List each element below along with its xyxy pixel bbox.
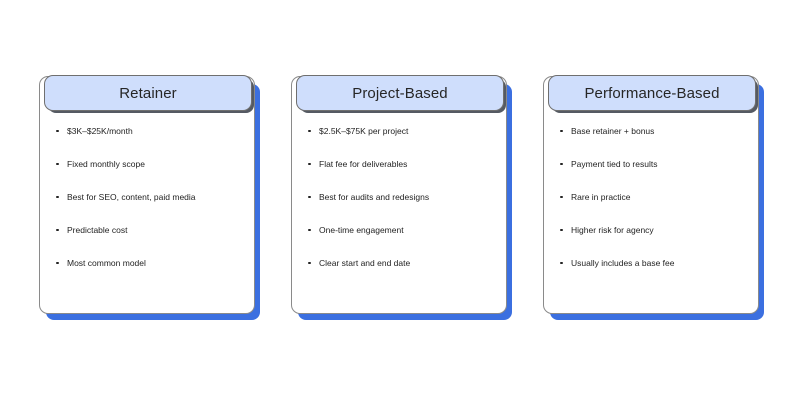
bullet-dot-icon xyxy=(308,162,311,166)
list-item-text: One-time engagement xyxy=(319,225,404,235)
list-item: Payment tied to results xyxy=(544,158,758,170)
list-item-text: $2.5K–$75K per project xyxy=(319,126,409,136)
list-item-text: Usually includes a base fee xyxy=(571,258,675,268)
list-item: Predictable cost xyxy=(40,224,254,236)
list-item-text: Flat fee for deliverables xyxy=(319,159,408,169)
card-title: Performance-Based xyxy=(584,84,720,102)
bullet-dot-icon xyxy=(56,129,59,133)
list-item: Usually includes a base fee xyxy=(544,257,758,269)
list-item: One-time engagement xyxy=(292,224,506,236)
list-item-text: Payment tied to results xyxy=(571,159,658,169)
list-item-text: Clear start and end date xyxy=(319,258,411,268)
card-header-retainer: Retainer xyxy=(44,75,252,111)
bullet-dot-icon xyxy=(308,195,311,199)
card-header-performance-based: Performance-Based xyxy=(548,75,756,111)
bullet-dot-icon xyxy=(56,261,59,265)
list-item-text: Predictable cost xyxy=(67,225,128,235)
list-item: Base retainer + bonus xyxy=(544,125,758,137)
bullet-dot-icon xyxy=(56,195,59,199)
list-item-text: Rare in practice xyxy=(571,192,631,202)
bullet-list-performance-based: Base retainer + bonus Payment tied to re… xyxy=(544,125,758,290)
bullet-dot-icon xyxy=(560,261,563,265)
list-item: Rare in practice xyxy=(544,191,758,203)
list-item: Fixed monthly scope xyxy=(40,158,254,170)
card-performance-based[interactable]: Performance-Based Base retainer + bonus … xyxy=(543,75,759,314)
bullet-dot-icon xyxy=(308,129,311,133)
list-item-text: Base retainer + bonus xyxy=(571,126,655,136)
bullet-list-project-based: $2.5K–$75K per project Flat fee for deli… xyxy=(292,125,506,290)
card-title: Retainer xyxy=(119,84,177,102)
list-item-text: Best for audits and redesigns xyxy=(319,192,430,202)
bullet-list-retainer: $3K–$25K/month Fixed monthly scope Best … xyxy=(40,125,254,290)
list-item-text: Fixed monthly scope xyxy=(67,159,145,169)
card-project-based[interactable]: Project-Based $2.5K–$75K per project Fla… xyxy=(291,75,507,314)
card-title: Project-Based xyxy=(352,84,448,102)
list-item: Flat fee for deliverables xyxy=(292,158,506,170)
bullet-dot-icon xyxy=(308,261,311,265)
list-item-text: Best for SEO, content, paid media xyxy=(67,192,196,202)
list-item-text: $3K–$25K/month xyxy=(67,126,133,136)
list-item: Most common model xyxy=(40,257,254,269)
list-item: Clear start and end date xyxy=(292,257,506,269)
bullet-dot-icon xyxy=(308,228,311,232)
list-item: $2.5K–$75K per project xyxy=(292,125,506,137)
bullet-dot-icon xyxy=(56,162,59,166)
list-item: $3K–$25K/month xyxy=(40,125,254,137)
list-item: Higher risk for agency xyxy=(544,224,758,236)
list-item-text: Higher risk for agency xyxy=(571,225,654,235)
list-item: Best for SEO, content, paid media xyxy=(40,191,254,203)
list-item: Best for audits and redesigns xyxy=(292,191,506,203)
bullet-dot-icon xyxy=(560,228,563,232)
card-retainer[interactable]: Retainer $3K–$25K/month Fixed monthly sc… xyxy=(39,75,255,314)
bullet-dot-icon xyxy=(56,228,59,232)
card-header-project-based: Project-Based xyxy=(296,75,504,111)
bullet-dot-icon xyxy=(560,195,563,199)
bullet-dot-icon xyxy=(560,162,563,166)
bullet-dot-icon xyxy=(560,129,563,133)
list-item-text: Most common model xyxy=(67,258,146,268)
